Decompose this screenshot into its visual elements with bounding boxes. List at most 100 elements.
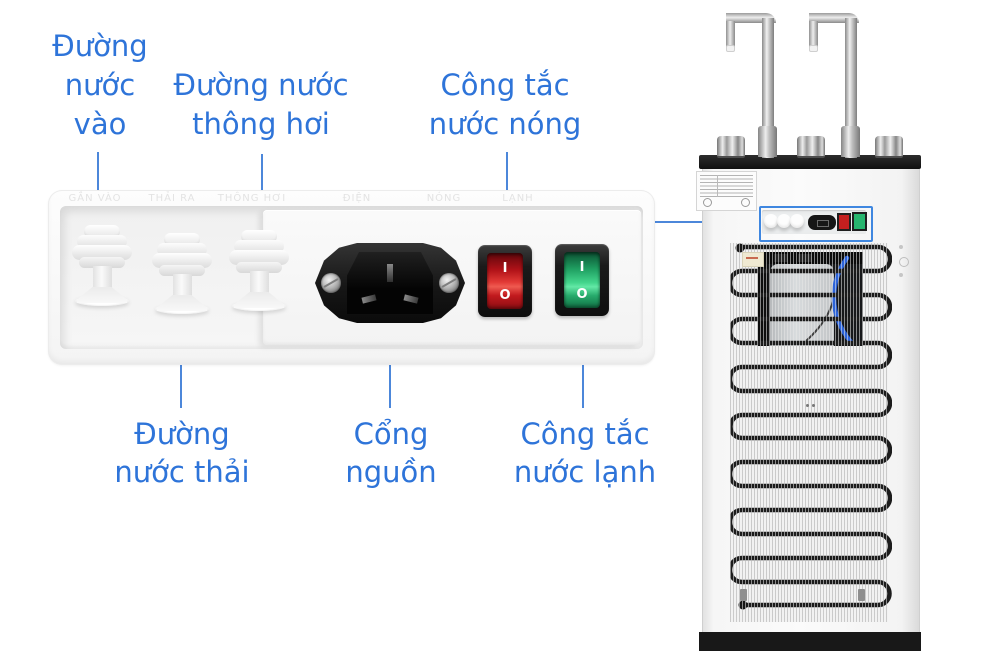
fitting-tier: [159, 265, 205, 276]
unit-top-trim: [699, 155, 921, 169]
small-warning-sticker: [742, 252, 764, 267]
label-line: nước nóng: [428, 107, 582, 141]
switch-on-mark: I: [579, 260, 585, 275]
faucet-pipe: [762, 18, 774, 158]
mini-power-socket: [808, 215, 836, 230]
sticker-icon: [741, 198, 750, 207]
rear-panel-closeup: GẮN VÀO THẢI RA THÔNG HƠI ĐIỆN NÓNG LẠNH: [48, 190, 655, 365]
switch-off-mark: O: [576, 287, 588, 302]
label-power-port: Cổng nguồn: [291, 415, 491, 491]
fitting-flare: [157, 295, 207, 311]
sticker-divider: [717, 175, 718, 197]
faucet-pipe: [845, 18, 857, 158]
label-line: Đường nước: [173, 68, 349, 102]
coil-mount-bracket: [858, 589, 865, 601]
fitting-tier: [236, 262, 282, 273]
label-line: nước lạnh: [513, 455, 657, 489]
fitting-tier: [79, 257, 125, 268]
socket-pin-right: [403, 294, 419, 304]
grille-wire-overlay: [730, 243, 888, 622]
highlight-box: [759, 206, 873, 242]
switch-on-mark: I: [502, 261, 508, 276]
label-line: nước thải: [114, 455, 250, 489]
hot-water-rocker-switch: I O: [478, 245, 532, 317]
label-vent-line: Đường nước thông hơi: [151, 66, 371, 144]
socket-screw-right: [439, 273, 459, 293]
label-hot-water-switch: Công tắc nước nóng: [395, 66, 615, 144]
body-screw-dot: [899, 273, 903, 277]
fitting-flare: [77, 287, 127, 303]
embossed-caption-inlet: GẮN VÀO: [68, 193, 122, 204]
cold-water-rocker-switch: I O: [555, 244, 609, 316]
faucet-spout-tip: [726, 45, 735, 52]
top-knob: [875, 136, 903, 158]
unit-base-trim: [699, 632, 921, 651]
fitting-tier: [84, 225, 120, 238]
socket-cavity: [347, 252, 433, 314]
switch-off-mark: O: [499, 288, 511, 303]
callout-line-waste: [180, 363, 182, 408]
sticker-text-rows: [700, 175, 753, 197]
cold-switch-rocker: I O: [564, 252, 600, 308]
condenser-grille: [730, 243, 892, 622]
top-knob: [717, 136, 745, 158]
mini-cold-switch: [854, 214, 865, 229]
fitting-tier: [152, 253, 212, 268]
fitting-tier: [234, 240, 284, 253]
label-water-inlet: Đường nước vào: [15, 27, 185, 144]
grille-screw-dots: [806, 404, 816, 408]
faucet-collar: [841, 126, 860, 157]
mini-fitting: [790, 214, 804, 228]
mini-hot-switch: [839, 215, 849, 229]
label-line: vào: [73, 107, 127, 141]
hot-switch-rocker: I O: [487, 253, 523, 309]
label-cold-water-switch: Công tắc nước lạnh: [470, 415, 700, 491]
faucet-collar: [758, 126, 777, 157]
label-line: Công tắc: [520, 417, 650, 451]
embossed-caption-hot: NÓNG: [426, 193, 462, 204]
embossed-caption-cold: LẠNH: [502, 193, 534, 204]
spec-label-sticker: [696, 171, 757, 211]
socket-ground-pin: [387, 264, 393, 282]
label-line: nguồn: [345, 455, 437, 489]
label-line: Cổng: [353, 417, 429, 451]
label-line: thông hơi: [192, 107, 330, 141]
waste-water-fitting: [148, 233, 216, 314]
top-knob: [797, 136, 825, 158]
body-ring-mark: [899, 257, 909, 267]
water-inlet-fitting: [68, 225, 136, 306]
fitting-stem: [92, 266, 112, 288]
label-waste-water-line: Đường nước thải: [72, 415, 292, 491]
embossed-caption-waste: THẢI RA: [148, 193, 196, 204]
unit-rear-panel-strip: [762, 210, 866, 234]
faucet-spout-tip: [809, 45, 818, 52]
embossed-caption-vent: THÔNG HƠI: [217, 193, 287, 204]
power-inlet-socket: [315, 243, 465, 323]
faucet-spout: [809, 21, 818, 47]
fitting-stem: [172, 274, 192, 296]
fitting-tier: [72, 245, 132, 260]
fitting-tier: [164, 233, 200, 246]
embossed-caption-power: ĐIỆN: [342, 193, 372, 204]
label-line: Đường: [52, 29, 148, 63]
label-line: Đường: [134, 417, 230, 451]
socket-pin-left: [361, 294, 377, 304]
fitting-flare: [234, 292, 284, 308]
sticker-icon: [703, 198, 712, 207]
mini-fitting: [777, 214, 791, 228]
socket-screw-left: [321, 273, 341, 293]
coil-mount-bracket: [740, 589, 747, 601]
fitting-tier: [229, 250, 289, 265]
fitting-tier: [241, 230, 277, 243]
fitting-stem: [249, 271, 269, 293]
faucet-arm: [726, 13, 776, 23]
faucet-spout: [726, 21, 735, 47]
mini-fitting: [764, 214, 778, 228]
fitting-tier: [157, 243, 207, 256]
label-line: Công tắc: [440, 68, 570, 102]
faucet-arm: [809, 13, 859, 23]
label-line: nước: [64, 68, 136, 102]
body-screw-dot: [899, 245, 903, 249]
fitting-tier: [77, 235, 127, 248]
